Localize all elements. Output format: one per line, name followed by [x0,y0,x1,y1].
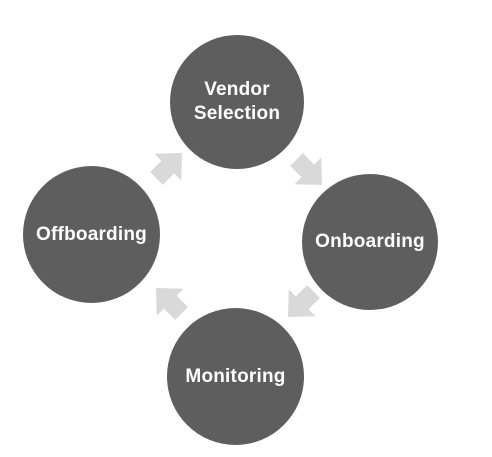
node-offboarding: Offboarding [23,166,160,303]
node-monitoring: Monitoring [167,308,304,445]
node-offboarding-label: Offboarding [36,223,147,245]
node-onboarding: Onboarding [302,174,438,310]
node-vendor-selection-label: Vendor Selection [193,79,281,124]
node-vendor-selection: Vendor Selection [170,35,304,169]
arrow-vendor-to-onboarding [290,153,322,185]
node-onboarding-label: Onboarding [315,231,425,253]
arrow-onboarding-to-monitoring [288,285,320,317]
arrow-monitoring-to-offboarding [156,288,188,320]
node-monitoring-label: Monitoring [185,365,286,387]
arrow-offboarding-to-vendor [150,153,182,185]
